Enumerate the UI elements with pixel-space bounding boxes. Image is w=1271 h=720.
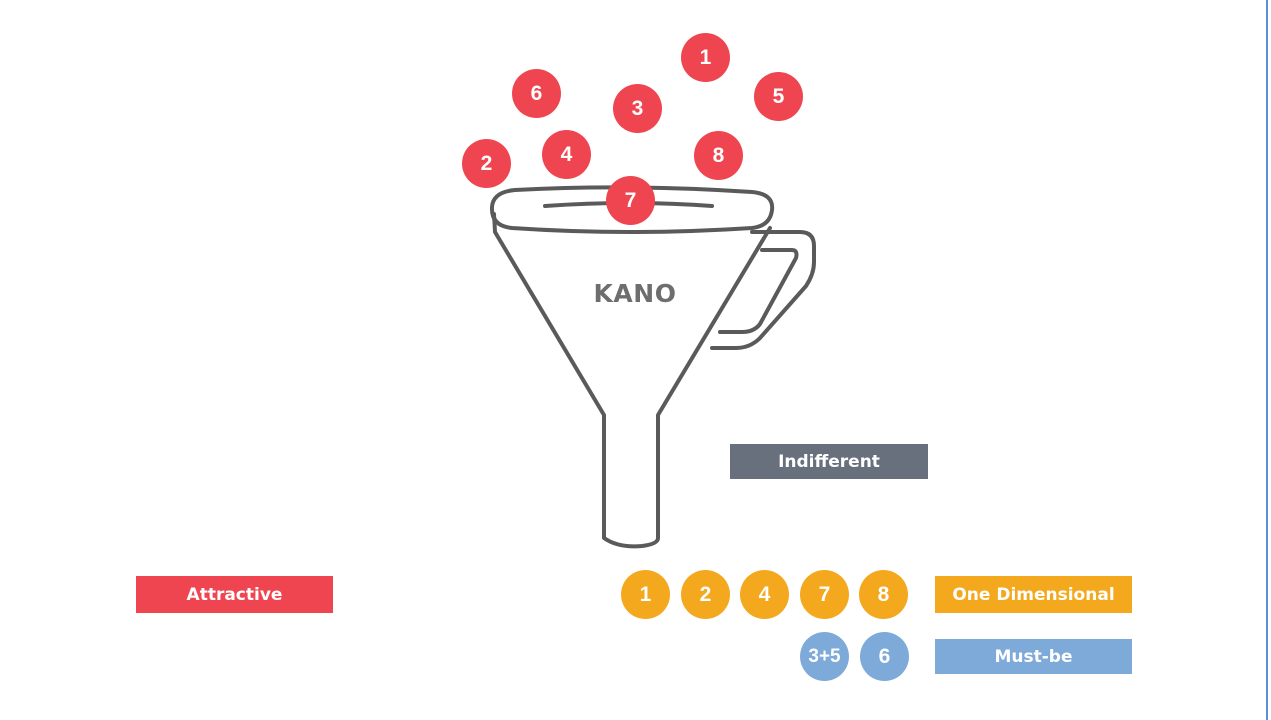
one-dimensional-dot-8: 8 [859,570,908,619]
indifferent-label: Indifferent [730,444,928,479]
one-dimensional-label: One Dimensional [935,576,1132,613]
attractive-dot-7: 7 [606,176,655,225]
must-be-label: Must-be [935,639,1132,674]
must-be-dot-3-5: 3+5 [800,632,849,681]
one-dimensional-dot-4: 4 [740,570,789,619]
attractive-dot-5: 5 [754,72,803,121]
one-dimensional-dot-1: 1 [621,570,670,619]
attractive-dot-3: 3 [613,84,662,133]
attractive-dot-6: 6 [512,69,561,118]
one-dimensional-dot-7: 7 [800,570,849,619]
attractive-dot-8: 8 [694,131,743,180]
attractive-dot-1: 1 [681,33,730,82]
frame-border [1266,0,1268,720]
one-dimensional-dot-2: 2 [681,570,730,619]
attractive-label: Attractive [136,576,333,613]
attractive-dot-4: 4 [542,130,591,179]
kano-title: KANO [585,279,685,308]
attractive-dot-2: 2 [462,139,511,188]
must-be-dot-6: 6 [860,632,909,681]
